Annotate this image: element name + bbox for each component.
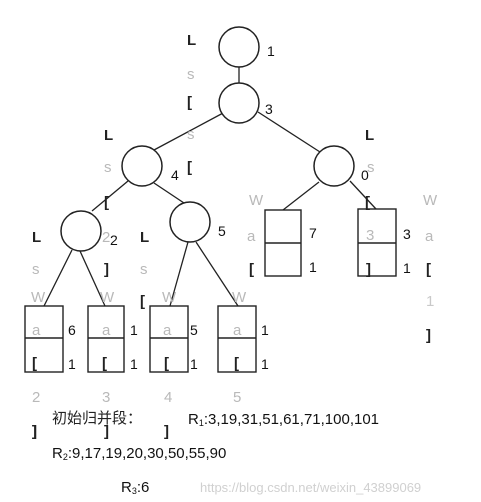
edge-3-4 [153, 111, 226, 151]
fragment-4: 4 [164, 389, 173, 406]
fragment-W: W [31, 289, 46, 306]
edge-3-0 [257, 111, 321, 153]
fragment-bracket: ] [32, 423, 37, 440]
tree-node-3 [218, 82, 260, 124]
fragment-bracket: [ [32, 355, 37, 372]
edge-0-b7 [282, 181, 320, 211]
node-label-5: 5 [218, 223, 226, 239]
fragment-2: 2 [102, 229, 111, 246]
fragment-bracket: [ [187, 94, 192, 111]
edge-2-b1 [79, 250, 106, 307]
fragment-W: W [249, 192, 264, 209]
fragment-s: s [187, 126, 195, 143]
leaf-box-1b [217, 305, 257, 373]
fragment-2: 2 [32, 389, 41, 406]
leaf-5-bottom: 1 [190, 356, 198, 372]
fragment-bracket: [ [234, 355, 239, 372]
run-r2: R2:9,17,19,20,30,50,55,90 [52, 445, 227, 462]
fragment-bracket: ] [164, 423, 169, 440]
run-r1: R1:3,19,31,51,61,71,100,101 [188, 411, 380, 428]
caption-label: 初始归并段： [52, 411, 143, 427]
fragment-a: a [32, 322, 41, 339]
fragment-bracket: [ [187, 159, 192, 176]
fragment-bracket: [ [426, 261, 431, 278]
fragment-L: L [187, 32, 197, 49]
fragment-W: W [423, 192, 438, 209]
fragment-bracket: ] [32, 423, 37, 440]
fragment-5: 5 [233, 389, 242, 406]
fragment-L: L [365, 127, 375, 144]
fragment-a: a [233, 322, 242, 339]
fragment-a: a [163, 322, 172, 339]
fragment-1: 1 [426, 293, 435, 310]
leaf-6-top: 6 [68, 322, 76, 338]
edge-4-2 [91, 180, 129, 212]
tree-node-4 [121, 145, 163, 187]
fragment-W: W [232, 289, 247, 306]
leaf-box-1 [87, 305, 125, 373]
node-label-2: 2 [110, 232, 118, 248]
fragment-3: 3 [366, 227, 375, 244]
node-label-0: 0 [361, 167, 369, 183]
tree-node-2 [60, 210, 102, 252]
node-label-1: 1 [267, 43, 275, 59]
fragment-bracket: [ [365, 194, 370, 211]
leaf-7-top: 7 [309, 225, 317, 241]
fragment-a: a [425, 228, 434, 245]
leaf-5-top: 5 [190, 322, 198, 338]
fragment-bracket: ] [104, 261, 109, 278]
leaf-7-bottom: 1 [309, 259, 317, 275]
fragment-bracket: ] [104, 423, 109, 440]
edge-5-b1b [195, 241, 239, 307]
tree-node-0 [313, 145, 355, 187]
fragment-bracket: [ [140, 293, 145, 310]
fragment-L: L [104, 127, 114, 144]
fragment-bracket: [ [104, 194, 109, 211]
fragment-L: L [32, 229, 42, 246]
fragment-W: W [162, 289, 177, 306]
watermark: https://blog.csdn.net/weixin_43899069 [200, 480, 422, 495]
fragment-bracket: [ [249, 261, 254, 278]
edge-0-b3 [349, 180, 377, 210]
fragment-s: s [367, 159, 375, 176]
fragment-bracket: ] [366, 261, 371, 278]
leaf-box-5 [149, 305, 189, 373]
edge-2-b6 [43, 249, 73, 307]
edge-5-b5 [169, 241, 189, 307]
node-label-3: 3 [265, 101, 273, 117]
leaf-3-top: 3 [403, 226, 411, 242]
fragment-bracket: [ [102, 355, 107, 372]
leaf-1-bottom: 1 [130, 356, 138, 372]
edge-4-5 [153, 182, 185, 204]
fragment-bracket: ] [426, 327, 431, 344]
leaf-6-bottom: 1 [68, 356, 76, 372]
tree-node-5 [169, 201, 211, 243]
fragment-3: 3 [102, 389, 111, 406]
leaf-1-top: 1 [130, 322, 138, 338]
tree-node-1 [218, 26, 260, 68]
fragment-s: s [32, 261, 40, 278]
fragment-s: s [187, 66, 195, 83]
leaf-1b-bottom: 1 [261, 356, 269, 372]
run-r3: R3:6 [121, 479, 150, 496]
leaf-box-6 [24, 305, 64, 373]
node-label-4: 4 [171, 167, 179, 183]
fragment-L: L [140, 229, 150, 246]
fragment-bracket: [ [164, 355, 169, 372]
fragment-a: a [102, 322, 111, 339]
fragment-a: a [247, 228, 256, 245]
leaf-3-bottom: 1 [403, 260, 411, 276]
fragment-W: W [100, 289, 115, 306]
fragment-s: s [104, 159, 112, 176]
fragment-s: s [140, 261, 148, 278]
leaf-1b-top: 1 [261, 322, 269, 338]
